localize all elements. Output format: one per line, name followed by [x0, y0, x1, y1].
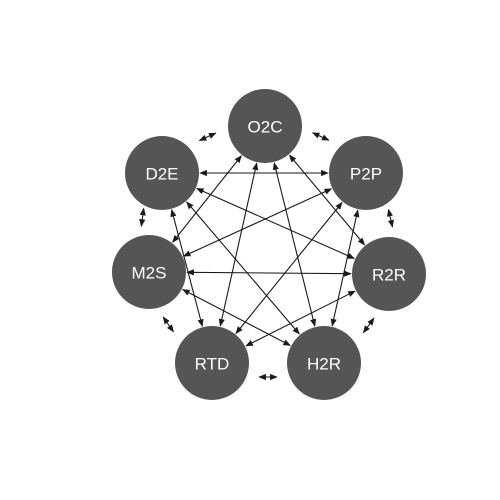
node-r2r: R2R [352, 237, 426, 311]
node-circle-rtd [175, 326, 249, 400]
node-circle-d2e [125, 136, 199, 210]
edge-m2s-r2r [186, 269, 352, 277]
neighbor-arrow-m2s-d2e [139, 207, 146, 227]
edge-d2e-h2r [186, 201, 300, 335]
edge-p2p-m2s [182, 188, 333, 257]
connections [170, 154, 366, 347]
node-rtd: RTD [175, 326, 249, 400]
node-o2c: O2C [228, 89, 302, 163]
node-label-rtd: RTD [195, 355, 230, 374]
node-circle-h2r [287, 326, 361, 400]
nodes: O2C P2P R2R H2R RTD M2S D2E [112, 89, 426, 400]
edge-d2e-r2r [196, 187, 355, 260]
node-d2e: D2E [125, 136, 199, 210]
node-p2p: P2P [329, 136, 403, 210]
node-label-d2e: D2E [145, 165, 178, 184]
neighbor-arrow-p2p-r2r [387, 208, 394, 228]
node-circle-o2c [228, 89, 302, 163]
node-m2s: M2S [112, 235, 186, 309]
neighbor-arrow-d2e-o2c [198, 132, 217, 142]
node-circle-p2p [329, 136, 403, 210]
edge-r2r-rtd [245, 290, 356, 347]
neighbor-arrow-rtd-m2s [162, 316, 174, 333]
node-h2r: H2R [287, 326, 361, 400]
node-label-p2p: P2P [350, 165, 382, 184]
edge-o2c-rtd [218, 162, 259, 327]
node-label-m2s: M2S [132, 264, 167, 283]
neighbor-arrow-r2r-h2r [362, 317, 375, 334]
neighbor-connections [139, 132, 394, 381]
node-label-o2c: O2C [248, 118, 283, 137]
node-circle-m2s [112, 235, 186, 309]
neighbor-arrow-o2c-p2p [311, 132, 330, 141]
node-label-h2r: H2R [307, 355, 341, 374]
node-label-r2r: R2R [372, 266, 406, 285]
node-circle-r2r [352, 237, 426, 311]
